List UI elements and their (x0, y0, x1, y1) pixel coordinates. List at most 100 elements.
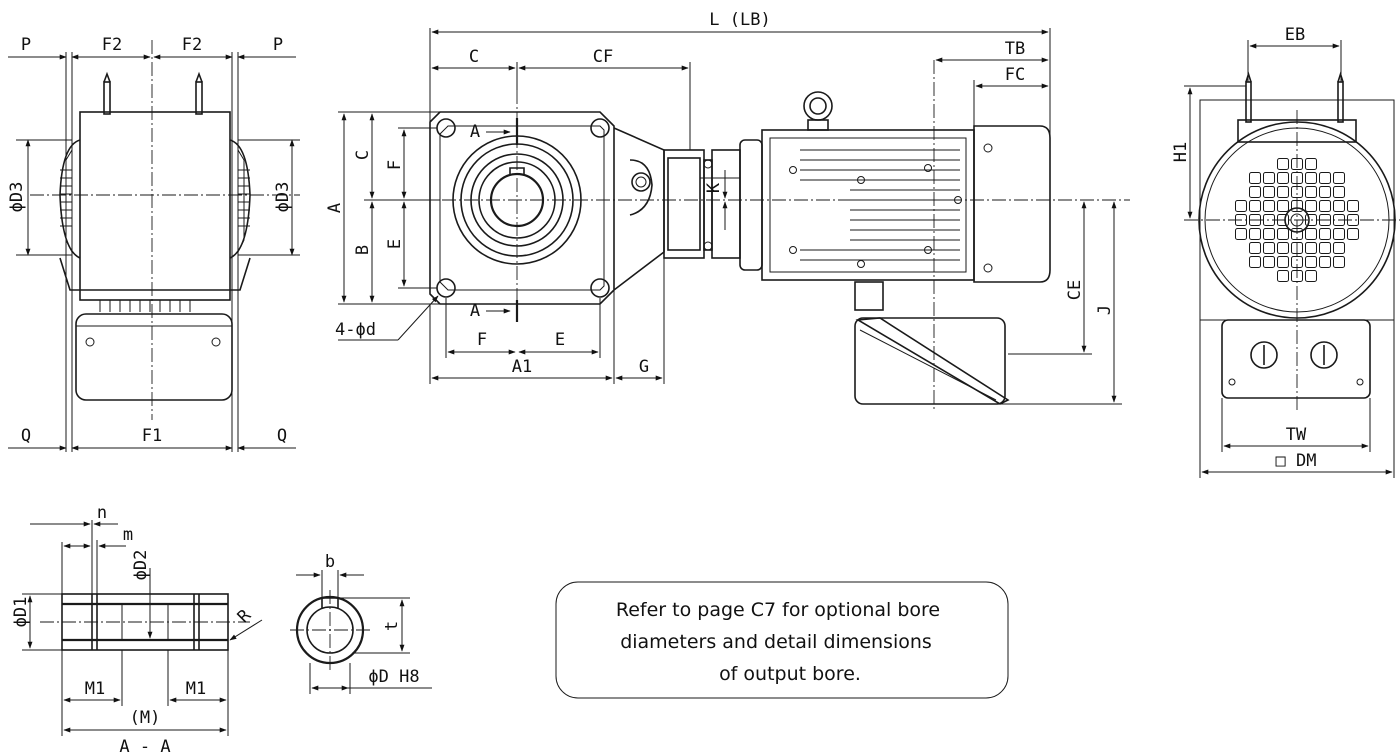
grille-opening (1249, 228, 1261, 240)
label-b: b (325, 552, 335, 572)
label-L-LB: L (LB) (709, 10, 770, 30)
keyway-bore-view: b t ϕD H8 (290, 552, 432, 694)
label-F-bottom: F (477, 330, 487, 350)
label-R: R (234, 605, 256, 627)
label-F2-right: F2 (182, 35, 202, 55)
label-TB: TB (1005, 39, 1025, 59)
label-FC: FC (1005, 65, 1025, 85)
label-E-bottom: E (555, 330, 565, 350)
label-phiD2: ϕD2 (131, 550, 151, 581)
grille-opening (1235, 200, 1247, 212)
label-B-side: B (353, 245, 373, 255)
label-Q-right: Q (277, 426, 287, 446)
label-Q-left: Q (21, 426, 31, 446)
grille-opening (1263, 172, 1275, 184)
label-F2-left: F2 (102, 35, 122, 55)
note-line-2: diameters and detail dimensions (620, 631, 932, 653)
label-F1: F1 (142, 426, 162, 446)
label-J: J (1095, 305, 1115, 315)
label-t: t (382, 621, 402, 631)
grille-opening (1319, 256, 1331, 268)
grille-opening (1277, 172, 1289, 184)
grille-opening (1319, 186, 1331, 198)
label-phiD-H8: ϕD H8 (368, 667, 419, 687)
grille-opening (1235, 228, 1247, 240)
label-M1-right: M1 (186, 679, 206, 699)
grille-opening (1333, 172, 1345, 184)
note-line-3: of output bore. (719, 663, 861, 685)
left-side-view: P F2 F2 P ϕD3 ϕD3 Q F1 Q (7, 35, 300, 452)
label-C-side: C (353, 150, 373, 160)
label-E-side: E (385, 239, 405, 249)
label-section-A-bottom: A (470, 301, 480, 321)
label-DM: □ DM (1276, 451, 1317, 471)
grille-opening (1249, 172, 1261, 184)
grille-opening (1305, 270, 1317, 282)
label-K: K (704, 182, 724, 193)
section-A-A-view: n m ϕD2 ϕD1 R M1 M1 (M) A - A (11, 503, 263, 756)
grille-opening (1305, 158, 1317, 170)
label-phiD3-left: ϕD3 (7, 182, 27, 213)
label-M1-left: M1 (85, 679, 105, 699)
label-phiD3-right: ϕD3 (273, 182, 293, 213)
grille-opening (1249, 186, 1261, 198)
grille-opening (1319, 228, 1331, 240)
bore-note-box: Refer to page C7 for optional bore diame… (555, 581, 1009, 699)
label-G: G (639, 357, 649, 377)
grille-opening (1333, 228, 1345, 240)
grille-opening (1333, 200, 1345, 212)
label-CF: CF (593, 47, 613, 67)
grille-opening (1333, 256, 1345, 268)
label-n: n (97, 503, 107, 523)
grille-opening (1277, 256, 1289, 268)
grille-opening (1277, 242, 1289, 254)
grille-opening (1277, 270, 1289, 282)
label-TW: TW (1286, 425, 1307, 445)
label-P-right: P (273, 35, 283, 55)
label-phiD1: ϕD1 (11, 597, 31, 628)
grille-opening (1263, 228, 1275, 240)
grille-opening (1333, 186, 1345, 198)
label-m: m (123, 525, 133, 545)
grille-opening (1319, 172, 1331, 184)
grille-opening (1305, 242, 1317, 254)
label-section-A-A: A - A (119, 737, 170, 756)
grille-opening (1277, 158, 1289, 170)
grille-opening (1277, 200, 1289, 212)
label-EB: EB (1285, 25, 1305, 45)
side-fins-right (238, 169, 250, 227)
right-end-view: EB H1 TW □ DM (1171, 25, 1400, 478)
grille-opening (1277, 228, 1289, 240)
grille-opening (1277, 186, 1289, 198)
grille-opening (1319, 200, 1331, 212)
label-A1: A1 (512, 357, 532, 377)
grille-opening (1263, 242, 1275, 254)
note-line-1: Refer to page C7 for optional bore (616, 599, 940, 621)
label-CE: CE (1065, 280, 1085, 300)
grille-opening (1249, 242, 1261, 254)
grille-opening (1263, 186, 1275, 198)
grille-opening (1305, 200, 1317, 212)
grille-opening (1305, 172, 1317, 184)
label-section-A-top: A (470, 122, 480, 142)
label-M: (M) (130, 708, 161, 728)
label-F-side: F (385, 160, 405, 170)
grille-opening (1305, 186, 1317, 198)
motor-fins (800, 149, 960, 261)
main-front-view: L (LB) C CF TB FC A A A C B F E (325, 10, 1130, 410)
grille-opening (1249, 200, 1261, 212)
label-C-top: C (469, 47, 479, 67)
label-hole-4-phid: 4-ϕd (335, 320, 376, 340)
grille-opening (1249, 256, 1261, 268)
grille-opening (1333, 242, 1345, 254)
grille-opening (1263, 200, 1275, 212)
grille-opening (1263, 256, 1275, 268)
label-P-left: P (21, 35, 31, 55)
grille-opening (1347, 228, 1359, 240)
grille-opening (1305, 228, 1317, 240)
label-A-dim: A (325, 203, 345, 213)
label-H1: H1 (1171, 142, 1191, 162)
grille-opening (1347, 200, 1359, 212)
